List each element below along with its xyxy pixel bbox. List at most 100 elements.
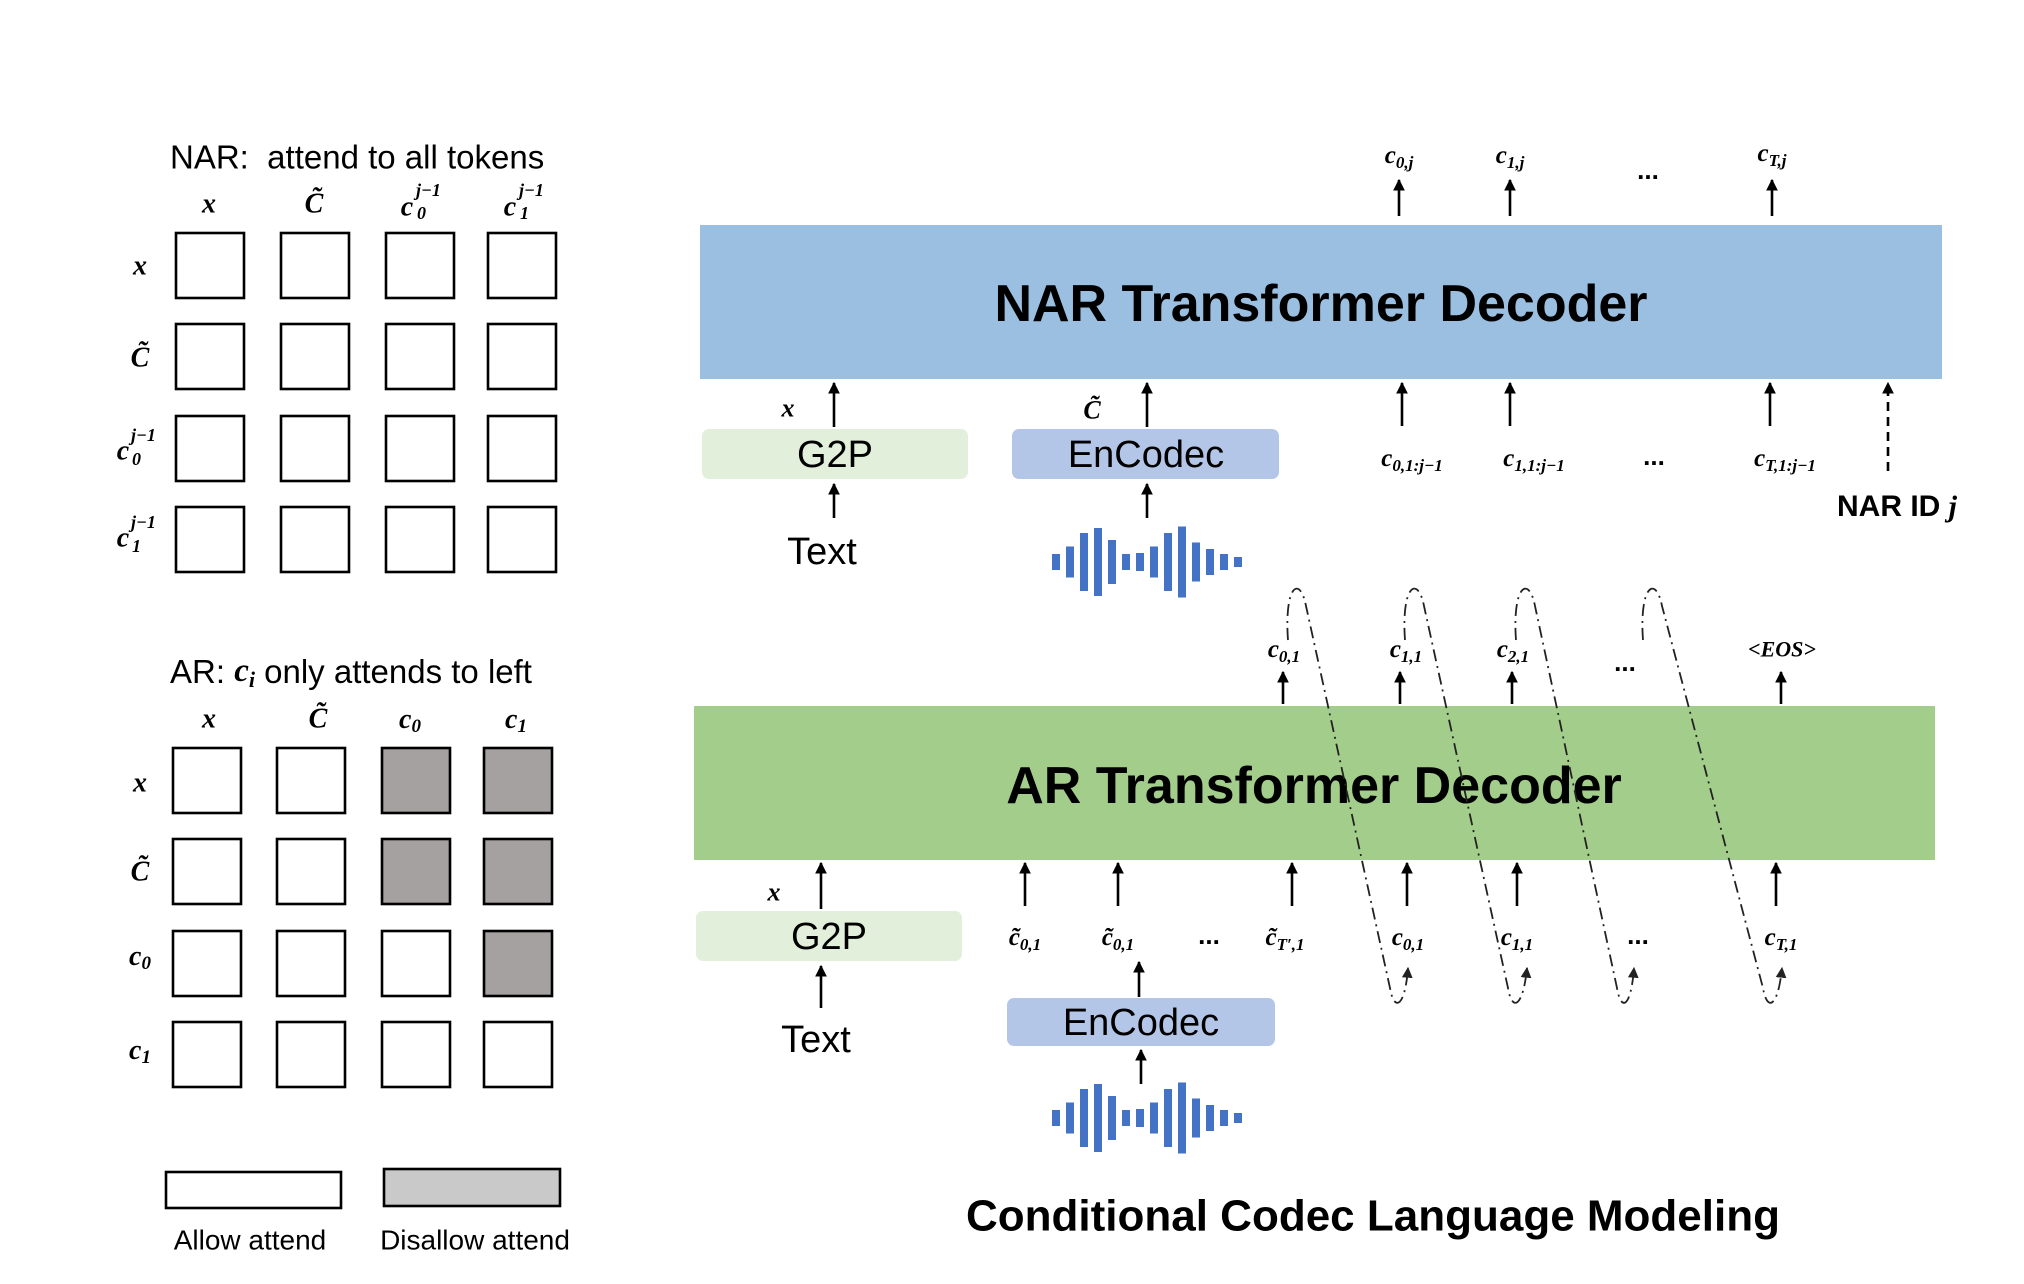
mask-cell (171, 1020, 243, 1089)
feedback-curve (1286, 587, 1413, 1004)
nar-mask-title: NAR: attend to all tokens (170, 139, 544, 176)
feedback-curve (1403, 587, 1532, 1004)
ar-row-label-c1: c1 (129, 1035, 151, 1068)
ar-input-ellipsis: ... (1627, 920, 1649, 950)
ar-col-header-c0: c0 (399, 704, 421, 737)
ar-input-token: c1,1 (1501, 924, 1533, 954)
ar-title-var: c (234, 653, 249, 689)
label-subscript: 0,1 (1113, 935, 1134, 954)
ar-g2p-box (696, 911, 962, 961)
label-subscript: 0,1:j−1 (1392, 456, 1442, 475)
ar-phoneme-var: x (767, 878, 781, 907)
mask-cell (482, 929, 554, 998)
label-base: c (1503, 445, 1514, 472)
mask-cell (486, 505, 558, 574)
label-subscript: 0 (417, 203, 426, 223)
legend-disallow-swatch (382, 1167, 562, 1208)
label-base: c (117, 436, 130, 467)
ar-input-token: c̃0,1 (1009, 924, 1041, 954)
mask-cell (380, 1020, 452, 1089)
nar-output-token: c1,j (1496, 142, 1525, 172)
mask-cell (384, 231, 456, 300)
nar-encodec-box (1012, 429, 1279, 479)
ar-col-header-c-tilde: C̃ (309, 703, 328, 734)
mask-cell (275, 1020, 347, 1089)
feedback-curve (1641, 587, 1787, 1004)
label-base: c (1754, 445, 1765, 472)
nar-col-header-x: x (201, 189, 216, 220)
label-subscript: T,j (1769, 151, 1787, 170)
mask-cell (171, 929, 243, 998)
nar-input-token: cT,1:j−1 (1754, 445, 1816, 475)
nar-stage-id-label: NAR ID j (1837, 490, 1958, 523)
ar-title-suffix: only attends to left (255, 653, 532, 690)
mask-cell (279, 414, 351, 483)
label-base: c (1385, 142, 1396, 169)
ar-title-var-subscript: i (249, 667, 256, 692)
label-subscript: 2,1 (1507, 647, 1529, 666)
nar-input-token: c1,1:j−1 (1503, 445, 1565, 475)
label-subscript: 1,1:j−1 (1514, 456, 1564, 475)
label-base: c (1497, 636, 1508, 663)
mask-cell (380, 837, 452, 906)
ar-input-token: c0,1 (1392, 924, 1424, 954)
ar-output-token: c1,1 (1390, 636, 1422, 666)
label-superscript: j−1 (128, 512, 156, 532)
label-base: c̃ (1102, 924, 1115, 951)
mask-cell (380, 746, 452, 815)
label-base: c (399, 704, 412, 735)
label-subscript: 1 (141, 1047, 151, 1068)
label-subscript: 1,j (1507, 153, 1525, 172)
mask-cell (174, 414, 246, 483)
label-base: c (129, 1035, 142, 1066)
label-base: c (1496, 142, 1507, 169)
nar-attention-mask: NAR: attend to all tokens x C̃ c j−1 0 c… (117, 139, 558, 574)
ar-input-ellipsis: ... (1198, 920, 1220, 950)
label-base: c (1765, 924, 1776, 951)
ar-attention-mask: AR: ci only attends to left x C̃ c0 c1 x… (129, 653, 554, 1089)
label-base: c (1758, 140, 1769, 167)
legend: Allow attend Disallow attend (164, 1167, 570, 1256)
label-base: c̃ (1265, 924, 1278, 951)
legend-allow-swatch (164, 1170, 343, 1210)
nar-id-var: j (1945, 490, 1958, 523)
ar-g2p-label: G2P (791, 916, 867, 958)
ar-encodec-box (1007, 998, 1275, 1046)
label-superscript: j−1 (128, 425, 156, 445)
label-subscript: 0 (132, 449, 141, 469)
legend-disallow-label: Disallow attend (380, 1225, 570, 1256)
nar-col-header-c0-prev: c j−1 0 (401, 180, 441, 223)
nar-row-label-c-tilde: C̃ (131, 342, 150, 373)
ar-input-token: c̃T′,1 (1265, 924, 1304, 954)
mask-cell (279, 322, 351, 391)
mask-cell (486, 231, 558, 300)
nar-g2p-box (702, 429, 968, 479)
label-base: c (1268, 636, 1279, 663)
waveform-icon (1052, 1082, 1242, 1154)
ar-output-token: c2,1 (1497, 636, 1529, 666)
ar-output-ellipsis: ... (1614, 647, 1636, 677)
mask-cell (275, 837, 347, 906)
waveform-icon (1052, 526, 1242, 598)
mask-cell (486, 414, 558, 483)
label-subscript: 0,1 (1279, 647, 1300, 666)
label-subscript: 0,1 (1403, 935, 1424, 954)
ar-input-token: cT,1 (1765, 924, 1798, 954)
nar-input-ellipsis: ... (1643, 441, 1665, 471)
nar-g2p-label: G2P (797, 434, 873, 476)
nar-row-label-x: x (132, 251, 147, 282)
ar-row-label-c-tilde: C̃ (131, 856, 150, 887)
label-base: c (1390, 636, 1401, 663)
label-base: c (1392, 924, 1403, 951)
nar-section: NAR Transformer Decoder c0,j c1,j ... cT… (700, 140, 1958, 598)
nar-row-label-c0-prev: c j−1 0 (117, 425, 156, 469)
label-subscript: 0,j (1396, 153, 1414, 172)
label-base: c (401, 192, 414, 223)
mask-cell (482, 837, 554, 906)
nar-output-ellipsis: ... (1637, 155, 1659, 185)
label-superscript: j−1 (413, 180, 441, 200)
label-subscript: 0 (141, 953, 151, 974)
ar-decoder-label: AR Transformer Decoder (1006, 757, 1622, 815)
mask-cell (482, 1020, 554, 1089)
